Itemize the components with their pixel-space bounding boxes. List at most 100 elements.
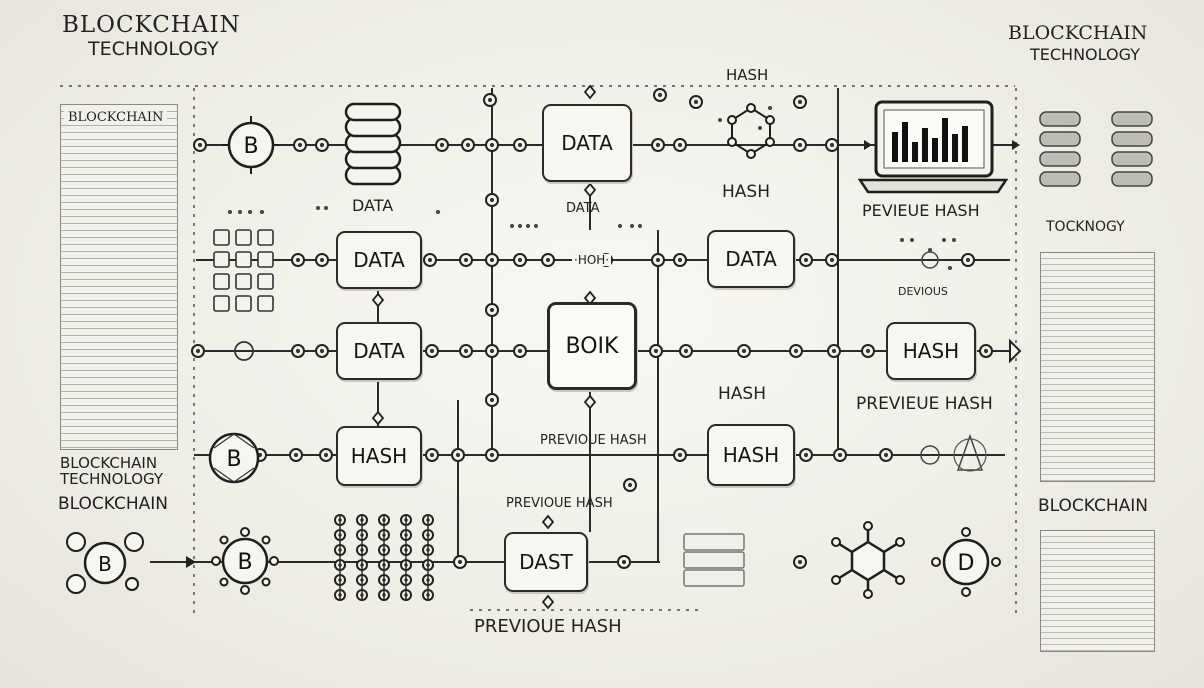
scatter-dot xyxy=(238,210,242,214)
bitcoin-icon: B xyxy=(66,532,144,594)
triangle-icon xyxy=(956,433,984,471)
label-previeue-hash-mid: PREVIOUE HASH xyxy=(506,496,613,511)
label-data-under-top: DATA xyxy=(566,201,600,216)
label-previeue-hash-right: PREVIEUE HASH xyxy=(856,394,993,414)
connector-node-core xyxy=(829,142,835,148)
block-data-row2-left[interactable]: DATA xyxy=(336,231,422,289)
left-caption-line2: TECHNOLOGY xyxy=(60,470,164,488)
arrow-head xyxy=(1012,140,1020,150)
scatter-dot xyxy=(718,118,722,122)
connector-node-core xyxy=(657,92,663,98)
label-previeue-hash-center: PREVIOUE HASH xyxy=(540,433,647,448)
scatter-dot xyxy=(900,238,904,242)
scatter-dot xyxy=(910,238,914,242)
connector-node-core xyxy=(865,348,871,354)
right-label-top: TOCKNOGY xyxy=(1046,219,1125,235)
diamond-connector xyxy=(371,410,385,426)
block-hash-row3[interactable]: HASH xyxy=(886,322,976,380)
connector-node-core xyxy=(677,257,683,263)
right-document-panel-top xyxy=(1040,252,1155,482)
connector-node-core xyxy=(487,97,493,103)
connector-node-core xyxy=(517,142,523,148)
diamond-connector xyxy=(583,394,597,410)
bitcoin-icon: B xyxy=(211,527,279,595)
block-bottom[interactable]: DAST xyxy=(504,532,588,592)
connector-node-core xyxy=(489,257,495,263)
connector-node-core xyxy=(323,452,329,458)
label-hash-top: HASH xyxy=(726,66,769,84)
triangle-icon-ring xyxy=(953,438,987,472)
scatter-dot xyxy=(928,248,932,252)
connector-node-core xyxy=(489,348,495,354)
scatter-dot xyxy=(518,224,522,228)
molecule-icon xyxy=(727,103,775,159)
diamond-connector xyxy=(371,292,385,308)
connector-node-core xyxy=(965,257,971,263)
scatter-dot xyxy=(316,206,320,210)
block-data-row2-right[interactable]: DATA xyxy=(707,230,795,288)
target-icon xyxy=(921,251,939,269)
connector-node-core xyxy=(427,257,433,263)
connector-node-core xyxy=(465,142,471,148)
title-right-line2: TECHNOLOGY xyxy=(1030,45,1140,64)
connector-node-core xyxy=(883,452,889,458)
bitcoin-icon: B xyxy=(222,116,280,174)
block-center[interactable]: BOIK xyxy=(547,302,637,390)
bitcoin-icon: B xyxy=(208,432,260,484)
scatter-dot xyxy=(260,210,264,214)
label-hash-under-molecule: HASH xyxy=(722,182,770,202)
keypad-grid-icon xyxy=(213,229,274,312)
connector-node-core xyxy=(655,142,661,148)
diamond-connector xyxy=(583,182,597,198)
laptop-chart-icon xyxy=(858,100,1008,194)
title-right-line1: BLOCKCHAIN xyxy=(1008,22,1148,44)
block-hash-row4-left[interactable]: HASH xyxy=(336,426,422,486)
connector-node-core xyxy=(627,482,633,488)
connector-node-core xyxy=(429,452,435,458)
scatter-dot xyxy=(324,206,328,210)
scatter-dot xyxy=(768,106,772,110)
connector-node-core xyxy=(693,99,699,105)
server-icon xyxy=(683,533,745,587)
title-left-line2: TECHNOLOGY xyxy=(88,38,219,60)
label-previeue-hash-laptop: PEVIEUE HASH xyxy=(862,201,980,220)
connector-node-core xyxy=(489,307,495,313)
scatter-dot xyxy=(948,266,952,270)
block-hash-row4-right[interactable]: HASH xyxy=(707,424,795,486)
block-data-row3[interactable]: DATA xyxy=(336,322,422,380)
block-data-top[interactable]: DATA xyxy=(542,104,632,182)
connector-node-core xyxy=(797,99,803,105)
scatter-dot xyxy=(248,210,252,214)
connector-node-core xyxy=(293,452,299,458)
connector-node-core xyxy=(829,257,835,263)
left-document-panel xyxy=(60,104,178,450)
arrow-head xyxy=(864,140,872,150)
left-caption-line1: BLOCKCHAIN xyxy=(60,454,158,472)
scatter-dot xyxy=(618,224,622,228)
connector-node-core xyxy=(803,452,809,458)
connector-node-core xyxy=(831,348,837,354)
label-previeue-hash-bottom: PREVIOUE HASH xyxy=(474,616,622,637)
connector-node-core xyxy=(295,348,301,354)
connector-node-core xyxy=(297,142,303,148)
scatter-dot xyxy=(228,210,232,214)
diamond-connector xyxy=(541,514,555,530)
connector-node-core xyxy=(655,257,661,263)
connector-node-core xyxy=(797,142,803,148)
connector-node-core xyxy=(517,348,523,354)
connector-node-core xyxy=(195,348,201,354)
connector-node-core xyxy=(319,257,325,263)
svg-text:B: B xyxy=(226,447,241,472)
scatter-dot xyxy=(510,224,514,228)
diamond-connector xyxy=(583,84,597,100)
scatter-dot xyxy=(630,224,634,228)
left-panel-heading: BLOCKCHAIN xyxy=(64,110,168,125)
label-hash-right-mid: HASH xyxy=(718,384,766,404)
connector-node-core xyxy=(621,559,627,565)
connector-node-core xyxy=(439,142,445,148)
svg-text:B: B xyxy=(237,550,252,575)
database-stack-icon xyxy=(1039,111,1153,187)
connector-node-core xyxy=(295,257,301,263)
